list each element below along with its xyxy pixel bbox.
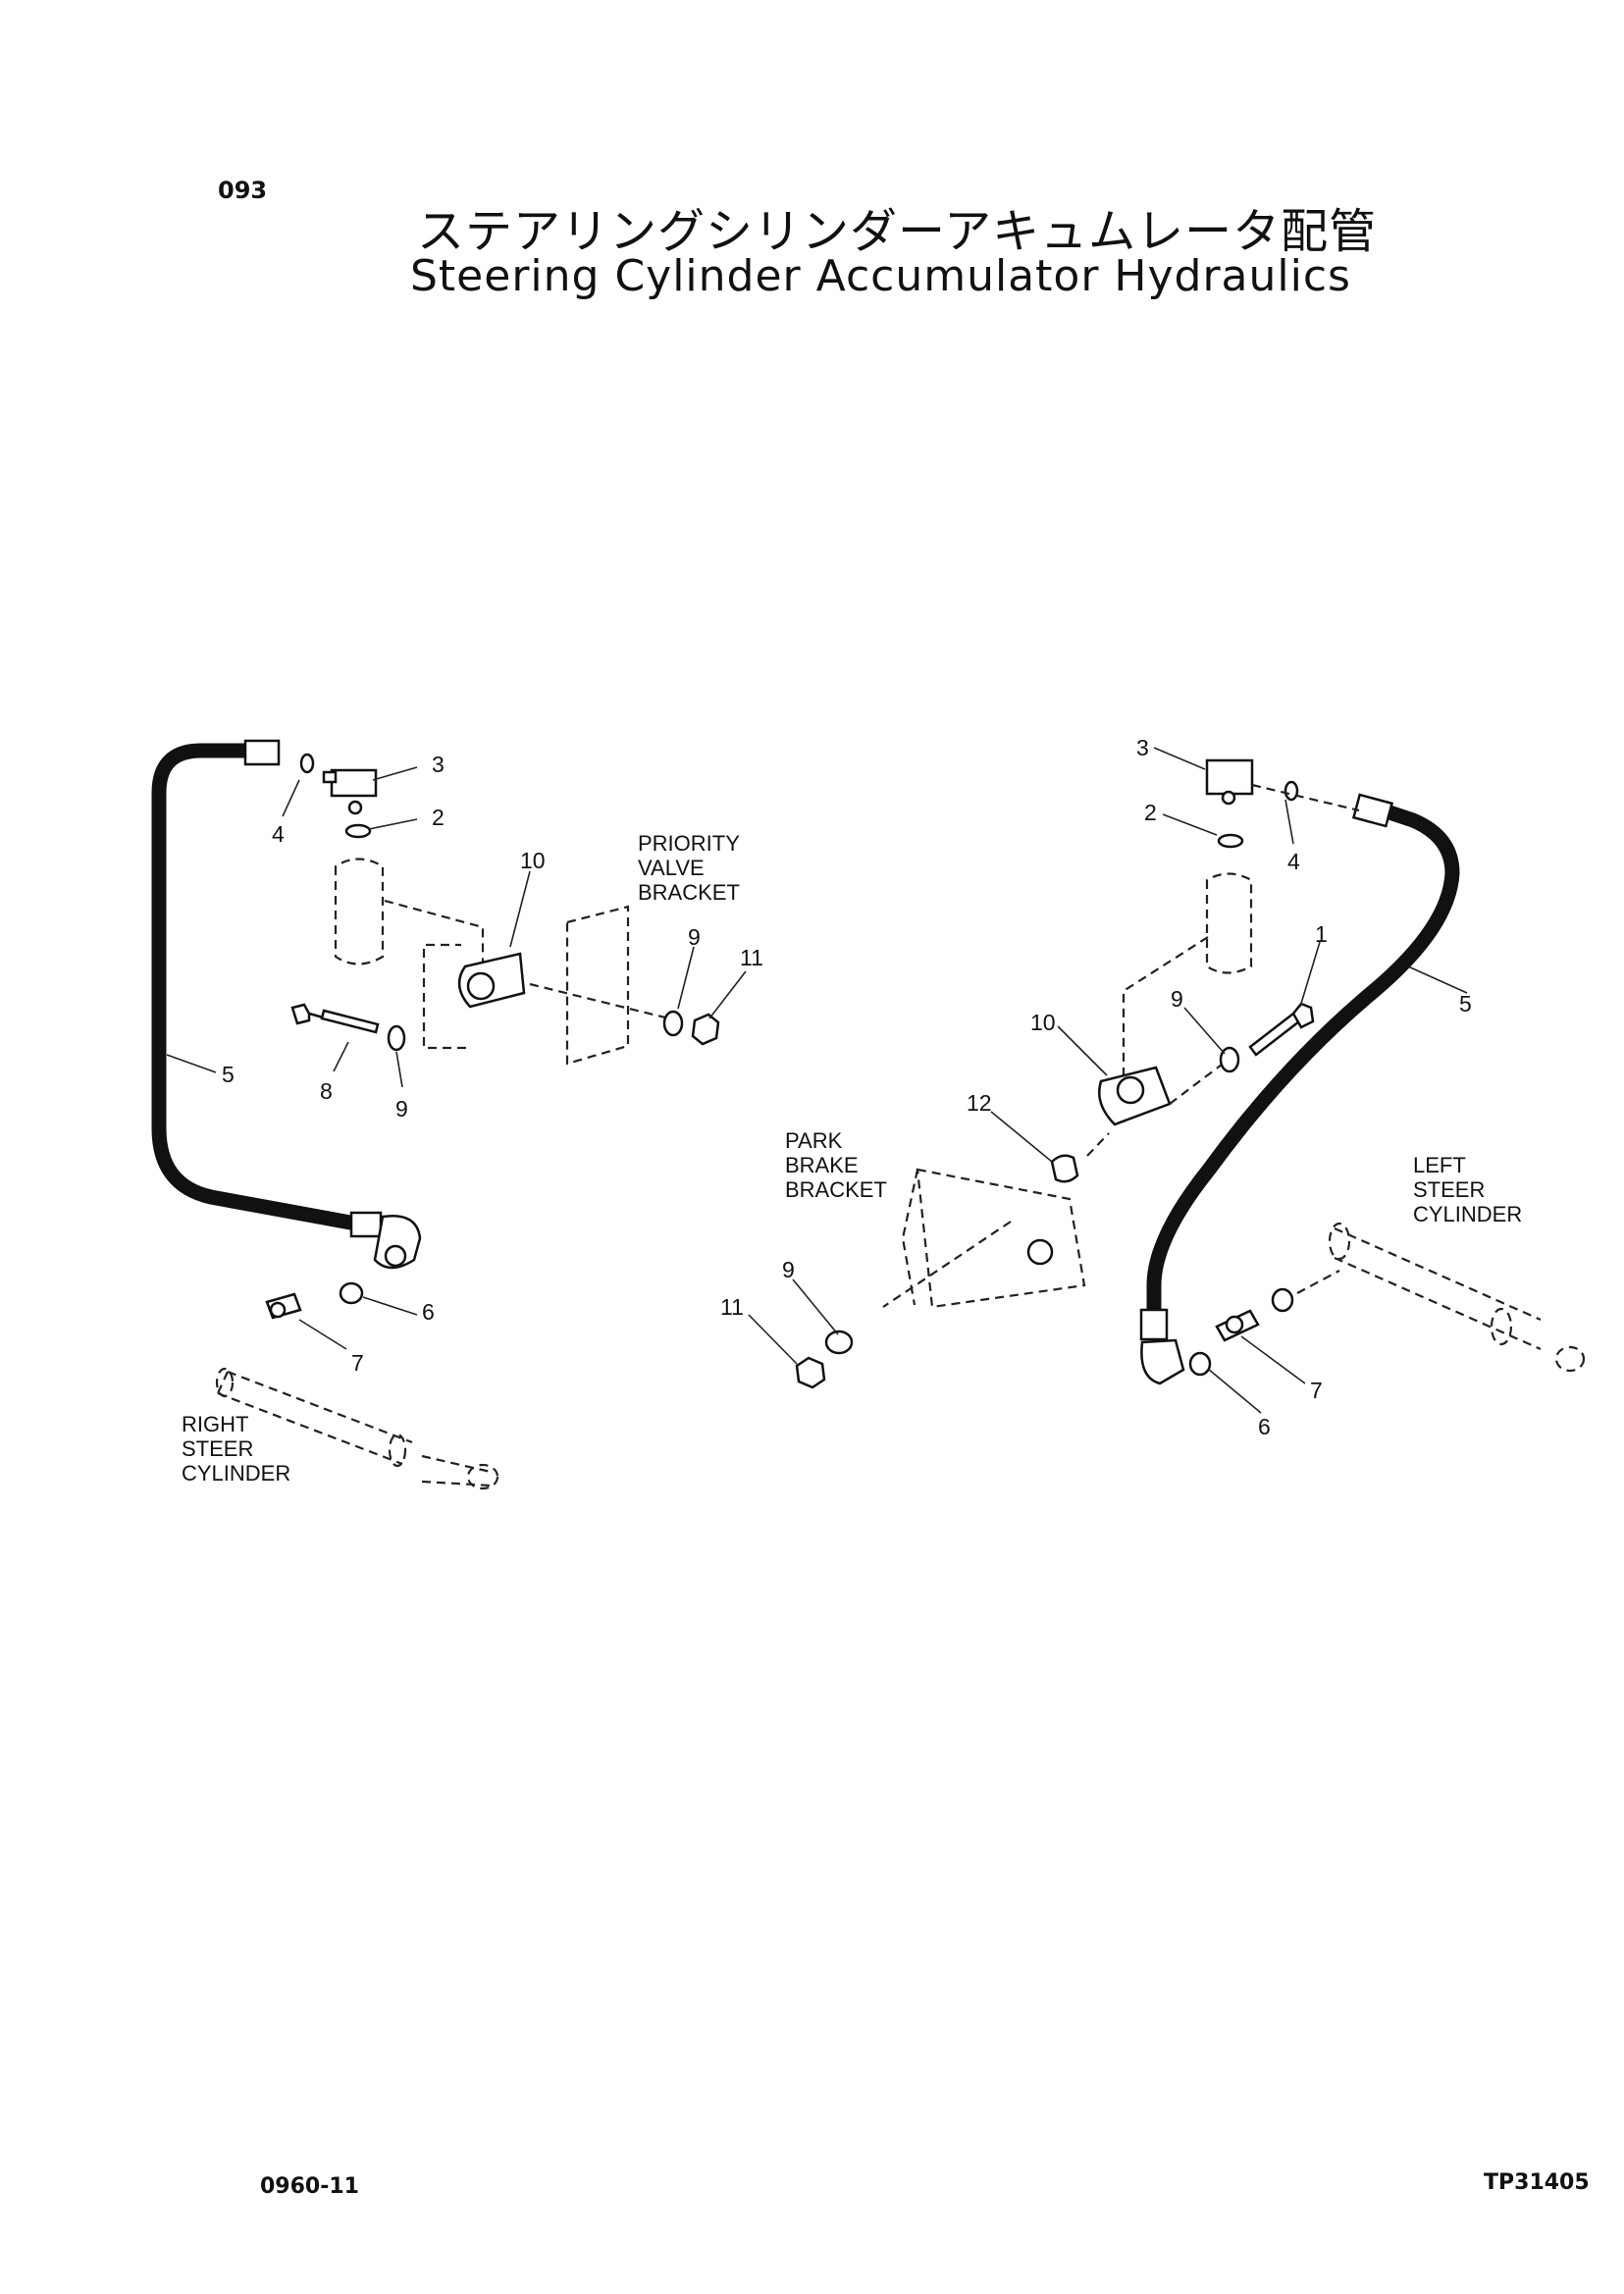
title-japanese: ステアリングシリンダーアキュムレータ配管	[417, 204, 1378, 259]
title-english: Steering Cylinder Accumulator Hydraulics	[410, 251, 1351, 301]
park-brake-bracket-outline	[916, 1168, 1086, 1309]
callout-2: 2	[1144, 800, 1157, 825]
callout-10: 10	[1030, 1010, 1056, 1035]
footer-code-left: 0960-11	[260, 2174, 359, 2199]
priority-valve-bracket-outline	[565, 905, 630, 1066]
right-o-ring-6a	[1188, 1351, 1212, 1377]
callout-6: 6	[422, 1299, 435, 1325]
left-o-ring-6	[339, 1281, 364, 1305]
left-o-ring-4	[299, 753, 315, 774]
callout-5: 5	[222, 1062, 235, 1087]
right-steer-cylinder-label-1: RIGHT	[182, 1412, 248, 1436]
right-o-ring-2	[1217, 833, 1244, 849]
park-brake-bracket-label-3: BRACKET	[785, 1177, 887, 1202]
right-hose-upper-fitting	[1351, 793, 1394, 828]
right-accumulator-outline	[1205, 872, 1253, 974]
right-callout-numbers: 3 2 4 1 5 9 10 12 9 11 6 7	[720, 735, 1472, 1439]
left-hose-lower-fitting	[349, 1211, 383, 1238]
right-washer-9b	[824, 1329, 854, 1355]
left-fitting-tee	[330, 768, 378, 798]
right-o-ring-4	[1283, 780, 1299, 802]
callout-3: 3	[432, 752, 445, 777]
right-accumulator-group	[795, 758, 1360, 1389]
left-hose-assembly	[151, 739, 422, 1270]
right-steer-cylinder-label-3: CYLINDER	[182, 1461, 290, 1486]
right-steer-cylinder-left	[215, 1281, 499, 1490]
right-bolt-1	[1248, 1012, 1301, 1057]
callout-10: 10	[520, 848, 546, 873]
callout-9: 9	[1171, 986, 1183, 1012]
left-nut-11	[691, 1013, 720, 1046]
right-leaders	[748, 747, 1468, 1414]
left-steer-cylinder-right	[1188, 1222, 1586, 1377]
right-component-labels: PARK BRAKE BRACKET LEFT STEER CYLINDER	[785, 1128, 1522, 1226]
page-number: 093	[218, 177, 268, 204]
callout-7: 7	[1310, 1378, 1323, 1403]
left-steer-cylinder-label-2: STEER	[1413, 1177, 1485, 1202]
callout-3: 3	[1136, 735, 1149, 760]
priority-valve-bracket-label-1: PRIORITY	[638, 831, 740, 856]
priority-valve-bracket-label-3: BRACKET	[638, 880, 740, 905]
left-hose	[151, 743, 369, 1232]
left-steer-cylinder-label-3: CYLINDER	[1413, 1202, 1522, 1226]
left-steer-cylinder-label-1: LEFT	[1413, 1153, 1466, 1177]
right-bushing-12	[1050, 1154, 1079, 1183]
callout-1: 1	[1315, 921, 1328, 947]
callout-11: 11	[740, 945, 763, 970]
right-fitting-tee	[1205, 758, 1254, 796]
park-brake-bracket-label-1: PARK	[785, 1128, 843, 1153]
right-steer-cylinder-label-2: STEER	[182, 1436, 253, 1461]
priority-valve-bracket-label-2: VALVE	[638, 856, 705, 880]
right-washer-9a	[1219, 1046, 1240, 1073]
callout-9: 9	[688, 924, 701, 950]
left-leaders	[166, 766, 747, 1350]
left-hose-upper-fitting	[243, 739, 281, 766]
park-brake-bracket-label-2: BRAKE	[785, 1153, 859, 1177]
callout-2: 2	[432, 805, 445, 830]
left-o-ring-2	[344, 823, 372, 839]
right-hose	[1146, 803, 1460, 1328]
callout-4: 4	[272, 821, 285, 847]
right-hose-lower-fitting	[1139, 1308, 1169, 1341]
left-component-labels: PRIORITY VALVE BRACKET RIGHT STEER CYLIN…	[182, 831, 740, 1486]
callout-6: 6	[1258, 1414, 1271, 1439]
callout-9: 9	[782, 1257, 795, 1282]
callout-5: 5	[1459, 991, 1472, 1017]
right-nut-11	[795, 1356, 826, 1389]
left-washer-9a	[387, 1024, 406, 1052]
callout-11: 11	[720, 1294, 744, 1320]
right-hose-assembly	[1139, 793, 1460, 1385]
left-washer-9b	[662, 1010, 684, 1037]
callout-4: 4	[1287, 849, 1300, 874]
right-elbow-fitting	[1140, 1338, 1185, 1385]
left-accumulator-group	[290, 753, 720, 1066]
callout-12: 12	[967, 1090, 992, 1116]
left-callout-numbers: 3 2 4 10 9 11 8 9 5 6 7	[222, 752, 763, 1376]
right-o-ring-6b	[1271, 1287, 1294, 1313]
left-accumulator-outline	[334, 858, 385, 965]
callout-8: 8	[320, 1078, 333, 1104]
callout-9: 9	[395, 1096, 408, 1121]
callout-7: 7	[351, 1350, 364, 1376]
footer-code-right: TP31405	[1484, 2170, 1590, 2195]
